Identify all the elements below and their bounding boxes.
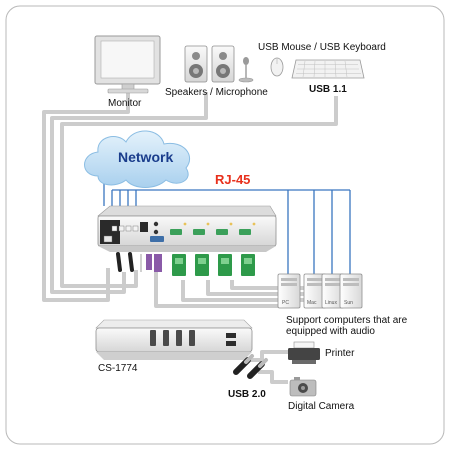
cs1774-device — [95, 319, 253, 360]
camera-cable — [258, 370, 288, 384]
camera-icon — [289, 377, 317, 397]
speaker-left-icon — [184, 45, 208, 83]
network-lines — [103, 172, 351, 276]
monitor-icon — [94, 35, 161, 94]
usb-keyboard-cable — [60, 96, 338, 288]
printer-cable — [248, 350, 288, 362]
support-label-line2: equipped with audio — [286, 326, 375, 337]
rj45-drops — [111, 190, 137, 206]
speakers-cable — [50, 92, 208, 294]
usb-cable-heads — [116, 252, 142, 272]
pc-tag-2: Mac — [307, 300, 317, 306]
speakers-microphone-label: Speakers / Microphone — [165, 87, 268, 98]
usb20-label: USB 2.0 — [228, 389, 266, 400]
keyboard-icon — [291, 59, 365, 79]
support-label-line1: Support computers that are — [286, 315, 408, 326]
network-cloud — [84, 130, 191, 188]
printer-label: Printer — [325, 348, 355, 359]
rj45-label: RJ-45 — [215, 172, 251, 187]
mouse-icon — [270, 57, 284, 77]
model-label: CS-1774 — [98, 363, 138, 374]
kvm-switch-rear — [97, 205, 277, 252]
pc-tower-4 — [339, 273, 363, 309]
pc-tower-1 — [277, 273, 301, 309]
speaker-right-icon — [211, 45, 235, 83]
digital-camera-label: Digital Camera — [288, 401, 355, 412]
vga-cable-heads-detail — [175, 258, 252, 264]
ps2-cable-heads — [146, 254, 162, 272]
pc-tag-1: PC — [282, 300, 289, 306]
monitor-label: Monitor — [108, 98, 142, 109]
monitor-cable — [42, 92, 130, 302]
microphone-icon — [238, 57, 254, 83]
pc-tag-3: Linux — [325, 300, 337, 306]
network-label: Network — [118, 149, 174, 165]
usb-mouse-keyboard-label: USB Mouse / USB Keyboard — [258, 42, 386, 53]
printer-icon — [288, 341, 320, 364]
usb20-plugs — [233, 354, 268, 379]
pc-tower-3 — [321, 273, 345, 309]
pc-network-lines — [287, 190, 351, 276]
pc-tag-4: Sun — [344, 300, 353, 306]
usb11-label: USB 1.1 — [309, 84, 347, 95]
